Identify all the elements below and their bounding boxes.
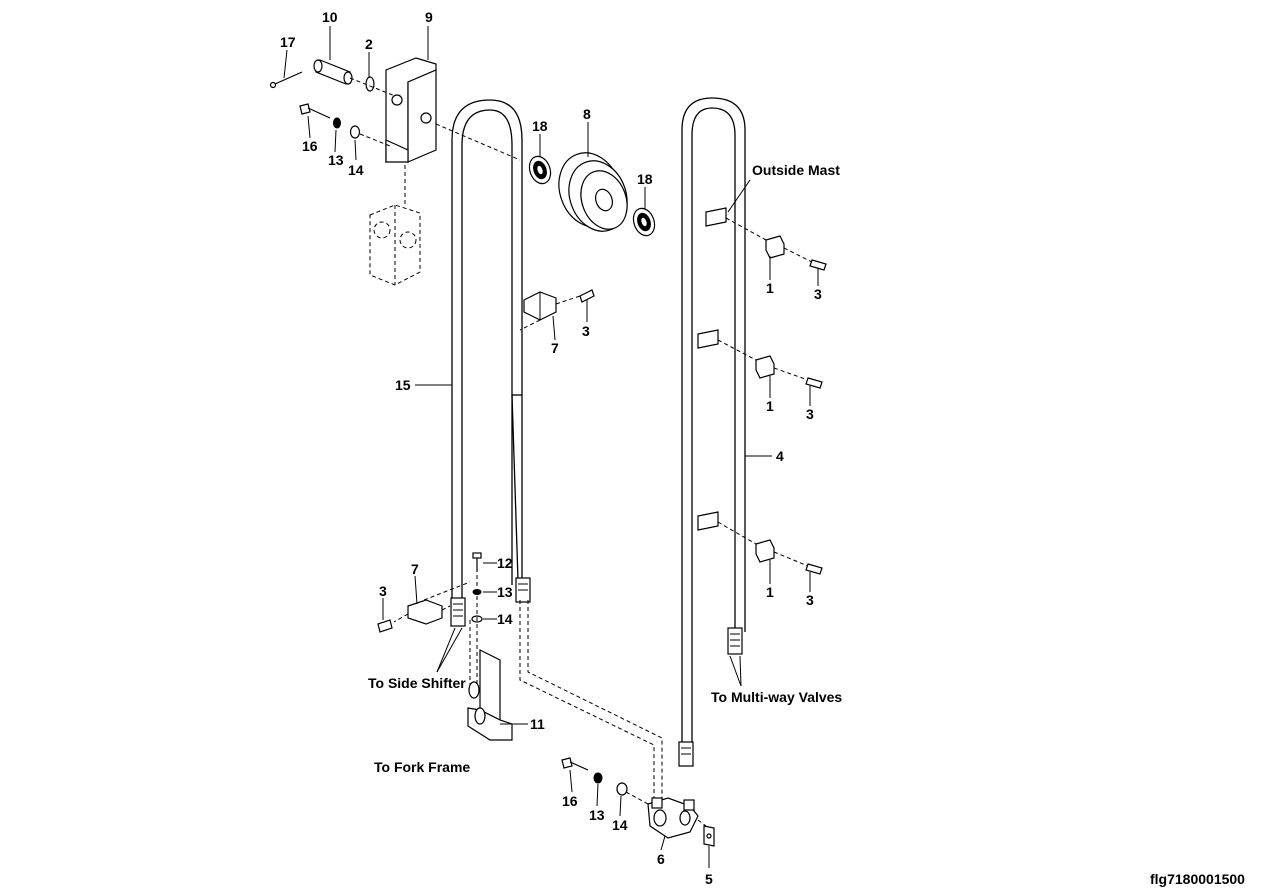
screw-12 [472,552,482,572]
callout-14-lower: 14 [612,817,628,833]
callout-2: 2 [365,36,373,52]
callout-18-left: 18 [532,118,548,134]
callout-10: 10 [322,9,338,25]
callout-13-upper: 13 [328,152,344,168]
callout-13-lower: 13 [589,807,605,823]
hose-route-dash [519,600,655,800]
mast-clamp-set-middle [697,329,823,389]
callout-8: 8 [583,106,591,122]
note-to-side-shifter: To Side Shifter [368,675,466,691]
note-outside-mast: Outside Mast [752,162,840,178]
callout-12: 12 [497,555,513,571]
bracket-11 [467,649,513,741]
callout-labels: 17 10 2 9 16 13 14 18 8 18 7 3 15 1 3 1 … [280,9,822,887]
note-to-multiway-valves: To Multi-way Valves [711,689,842,705]
sheave-bracket [369,57,437,286]
hose-clamp-7-lower [377,581,471,633]
plate-5 [703,825,715,847]
callout-17: 17 [280,34,296,50]
callout-7-upper: 7 [551,340,559,356]
figure-id: flg7180001500 [1150,871,1245,887]
washer-14-upper [349,125,361,139]
washer-14-lower [616,782,628,796]
manifold-block-6 [647,797,699,839]
callout-3-b: 3 [806,406,814,422]
bolt-16-lower [561,757,589,771]
callout-16-upper: 16 [302,138,318,154]
hose-clamp-7-upper [519,289,595,331]
callout-1-c: 1 [766,584,774,600]
callout-3-lower: 3 [379,583,387,599]
bolt-16-upper [299,103,331,119]
callout-6: 6 [657,851,665,867]
bearing-18-right [632,207,656,237]
callout-13-middle: 13 [497,584,513,600]
lockwasher-13-upper [333,117,341,129]
callout-11: 11 [530,716,545,732]
callout-3-upper: 3 [582,323,590,339]
callout-7-lower: 7 [411,561,419,577]
leader-lines [283,26,819,868]
callout-16-lower: 16 [562,793,578,809]
bearing-18-left [528,155,552,185]
callout-5: 5 [705,871,713,887]
callout-1-b: 1 [766,398,774,414]
note-to-fork-frame: To Fork Frame [374,759,470,775]
hose-assembly-15 [450,99,531,627]
callout-14-middle: 14 [497,611,513,627]
callout-9: 9 [425,9,433,25]
snap-ring-2 [365,76,375,92]
callout-18-right: 18 [637,171,653,187]
callout-14-upper: 14 [348,162,364,178]
mast-clamp-set-lower [697,511,823,575]
callout-15: 15 [395,377,411,393]
callout-4: 4 [776,448,784,464]
sheave-8 [558,152,628,232]
mast-clamp-set-upper [705,207,827,271]
callout-3-a: 3 [814,286,822,302]
lockwasher-13-lower [593,772,603,784]
pin-10 [313,59,353,85]
callout-3-c: 3 [806,592,814,608]
callout-1-a: 1 [766,280,774,296]
hose-assembly-4 [678,97,746,767]
cotter-pin-17 [269,71,303,89]
